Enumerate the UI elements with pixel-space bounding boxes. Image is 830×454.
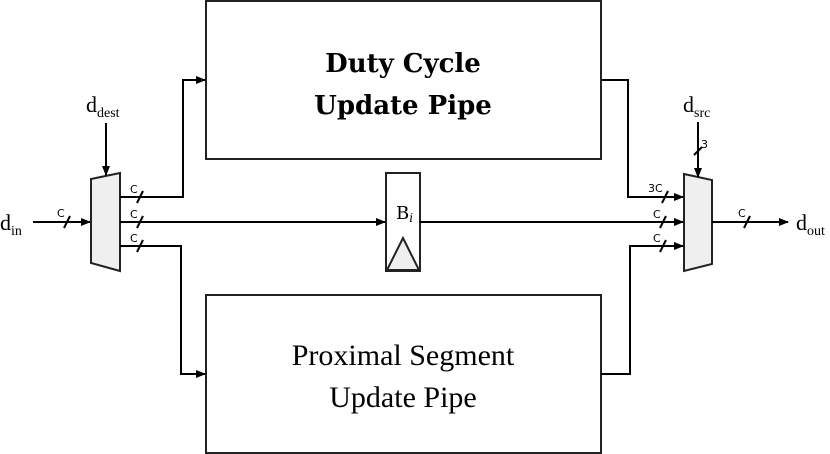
wire-to-duty-cycle: [120, 76, 206, 198]
duty-cycle-update-pipe: Duty Cycle Update Pipe: [205, 0, 602, 160]
bus-width-demux-bot: C: [130, 232, 138, 245]
bus-width-mux-mid: C: [653, 208, 661, 221]
register-b-i: Bi: [385, 172, 421, 272]
d-out-label: dout: [796, 210, 825, 239]
proximal-title-line2: Update Pipe: [329, 381, 476, 414]
d-in-label: din: [0, 210, 22, 239]
register-label: B: [396, 203, 409, 224]
proximal-output-wire: [601, 242, 684, 375]
input-demux: [90, 171, 121, 273]
bus-width-input: C: [57, 207, 65, 220]
bus-width-demux-top: C: [130, 183, 138, 196]
duty-cycle-output-wire: [601, 79, 684, 201]
clock-triangle-icon: [385, 235, 421, 271]
duty-cycle-title-line1: Duty Cycle: [325, 49, 481, 79]
bus-width-output: C: [738, 207, 746, 220]
wire-to-proximal: [120, 245, 206, 378]
proximal-title-line1: Proximal Segment: [292, 339, 515, 372]
output-mux: [683, 172, 713, 273]
proximal-segment-update-pipe: Proximal Segment Update Pipe: [205, 294, 602, 454]
duty-cycle-title-line2: Update Pipe: [314, 91, 492, 121]
bus-width-mux-top: 3C: [648, 182, 663, 195]
bus-width-mux-bot: C: [653, 232, 661, 245]
d-src-label: dsrc: [683, 92, 710, 121]
bus-width-demux-mid: C: [130, 208, 138, 221]
d-dest-label: ddest: [86, 92, 120, 121]
bus-width-select-src: 3: [701, 138, 708, 151]
bus-slash-marks: [63, 146, 751, 253]
svg-text:Bi: Bi: [396, 203, 413, 225]
